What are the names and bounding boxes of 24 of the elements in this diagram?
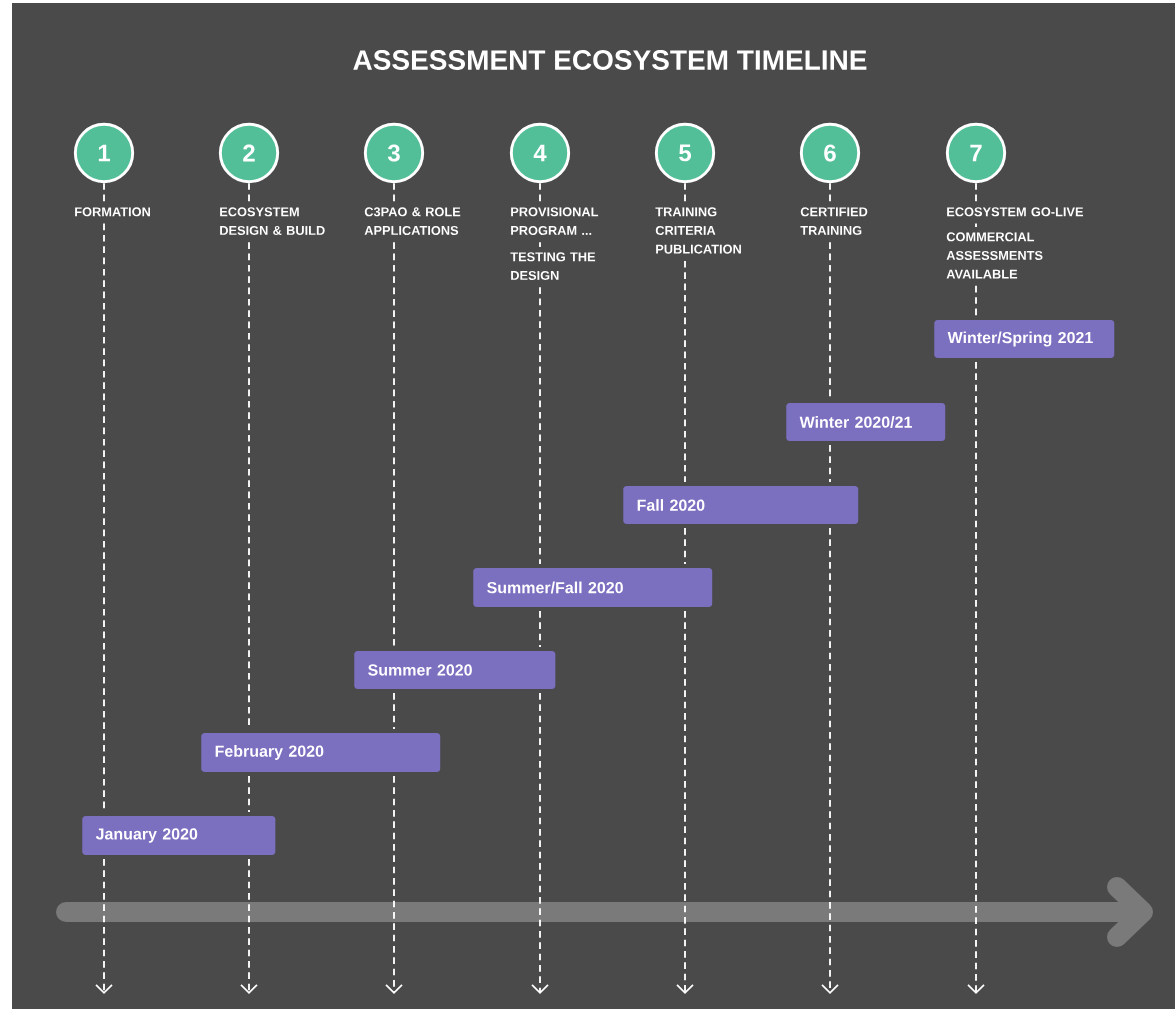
- step-label: TRAINING CRITERIA PUBLICATION: [655, 207, 741, 254]
- title: ASSESSMENT ECOSYSTEM TIMELINE: [353, 50, 867, 70]
- date-bar: Summer/Fall 2020: [473, 568, 713, 607]
- step-label: ECOSYSTEM GO-LIVE: [947, 207, 1084, 217]
- dashed-arrow: [240, 182, 258, 994]
- step-label: COMMERCIAL ASSESSMENTS AVAILABLE: [946, 232, 1043, 279]
- step-label: TESTING THE DESIGN: [510, 252, 596, 280]
- dashed-arrow: [967, 182, 985, 994]
- step-label: C3PAO & ROLE APPLICATIONS: [364, 207, 461, 235]
- date-bar: Winter/Spring 2021: [934, 320, 1115, 358]
- date-bar: Summer 2020: [354, 651, 556, 689]
- date-bar: February 2020: [201, 733, 441, 772]
- date-bar: Winter 2020/21: [786, 403, 946, 441]
- date-bar: January 2020: [82, 816, 276, 855]
- step-label: CERTIFIED TRAINING: [800, 207, 868, 235]
- step-label: ECOSYSTEM DESIGN & BUILD: [220, 207, 325, 235]
- dashed-arrow: [676, 182, 694, 994]
- step-label: PROVISIONAL PROGRAM ...: [511, 207, 599, 235]
- dashed-arrow: [95, 182, 113, 994]
- date-bar: Fall 2020: [623, 486, 859, 524]
- dashed-arrow: [385, 182, 403, 994]
- dashed-arrow: [531, 182, 549, 994]
- dashed-arrow: [821, 182, 839, 994]
- step-label: FORMATION: [75, 207, 150, 217]
